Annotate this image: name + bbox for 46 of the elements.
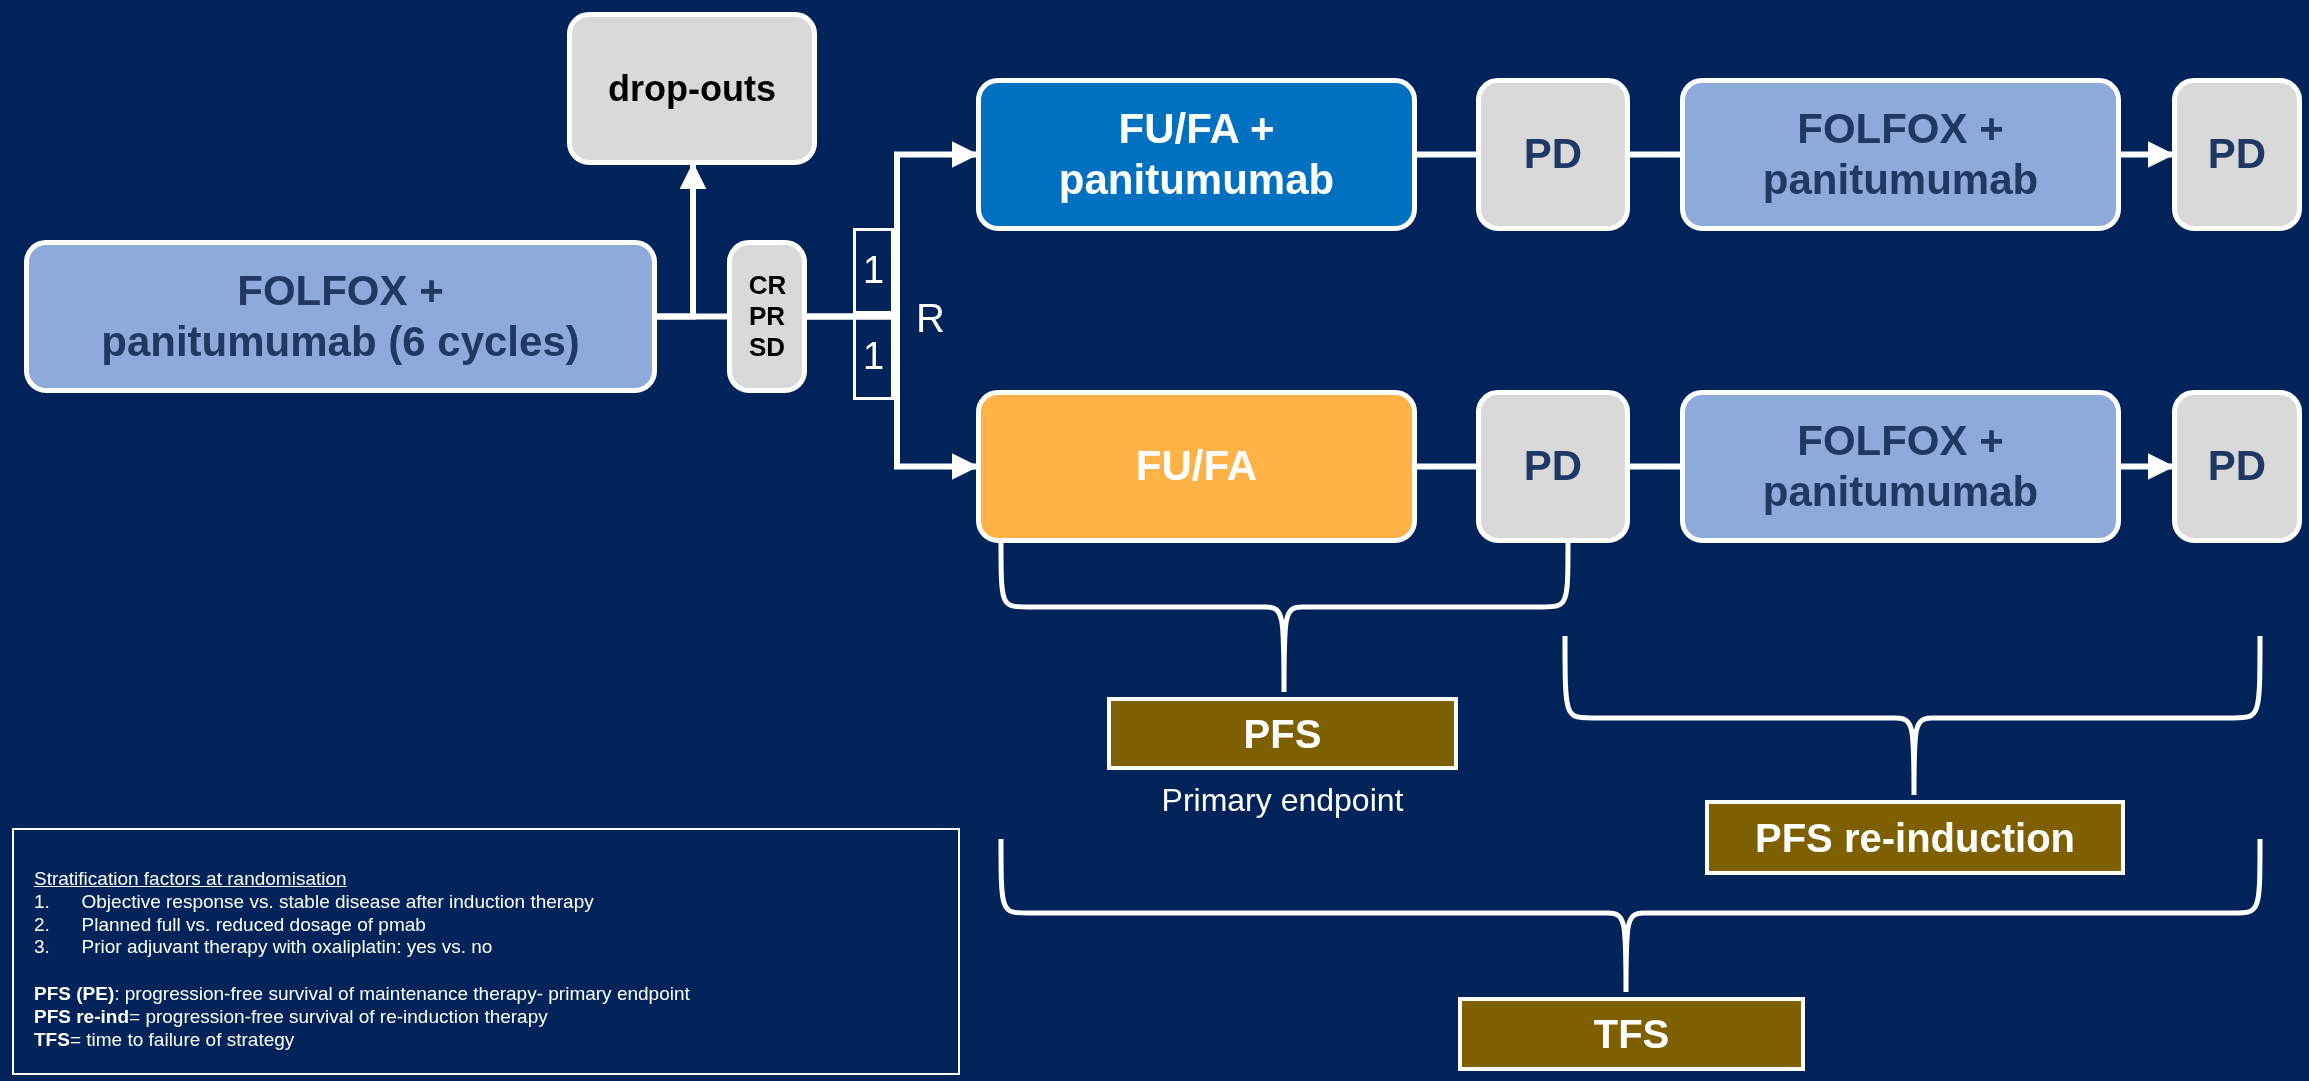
box-label: PD xyxy=(2207,129,2267,180)
endpoint-box xyxy=(1705,800,2125,875)
treatment-box xyxy=(976,78,1417,231)
box-label: FU/FA xyxy=(1135,441,1258,492)
response-box xyxy=(727,240,807,393)
box-label: FOLFOX + panitumumab (6 cycles) xyxy=(100,266,581,367)
box-label: FU/FA + panitumumab xyxy=(1057,104,1336,205)
endpoint-box xyxy=(1107,697,1458,770)
box-label: PFS re-induction xyxy=(1755,814,2075,862)
progression-box xyxy=(1476,390,1630,543)
notes-heading: Stratification factors at randomisation xyxy=(34,868,347,891)
outcome-box xyxy=(567,12,817,165)
list-item: 2. Planned full vs. reduced dosage of pmab xyxy=(34,913,426,937)
connector-line xyxy=(1417,463,1476,470)
list-item: 3. Prior adjuvant therapy with oxaliplatin: yes vs. no xyxy=(34,936,493,960)
definition-text: TFS= time to failure of strategy xyxy=(34,1028,295,1052)
box-label: PD xyxy=(1523,441,1583,492)
progression-box xyxy=(2172,78,2302,231)
definition-text: PFS (PE): progression-free survival of maintenance therapy- primary endpoint xyxy=(34,983,690,1006)
randomisation-label: R xyxy=(916,296,945,341)
connector-line xyxy=(1417,151,1476,158)
connector-line xyxy=(1630,463,1680,470)
treatment-box xyxy=(976,390,1417,543)
box-label: TFS xyxy=(1593,1011,1670,1058)
notes-box xyxy=(12,828,960,1075)
endpoint-caption: Primary endpoint xyxy=(1161,782,1404,819)
box-label: PD xyxy=(1523,129,1583,180)
box-label: FOLFOX + panitumumab xyxy=(1761,416,2040,517)
box-label: CR PR SD xyxy=(748,269,786,364)
list-item: 1. Objective response vs. stable disease after induction therapy xyxy=(34,890,594,914)
endpoint-box xyxy=(1458,997,1805,1071)
box-label: FOLFOX + panitumumab xyxy=(1761,104,2040,205)
box-label: PD xyxy=(2207,441,2267,492)
box-label: 1 xyxy=(862,334,885,380)
ratio-box xyxy=(853,228,894,314)
definition-text: PFS re-ind= progression-free survival of re-induction therapy xyxy=(34,1006,548,1029)
connector-line xyxy=(1630,151,1680,158)
treatment-box xyxy=(1680,78,2121,231)
connector-line xyxy=(657,313,727,320)
treatment-box xyxy=(24,240,657,393)
box-label: 1 xyxy=(862,248,885,294)
progression-box xyxy=(2172,390,2302,543)
box-label: drop-outs xyxy=(608,66,776,111)
treatment-box xyxy=(1680,390,2121,543)
progression-box xyxy=(1476,78,1630,231)
box-label: PFS xyxy=(1243,710,1322,758)
